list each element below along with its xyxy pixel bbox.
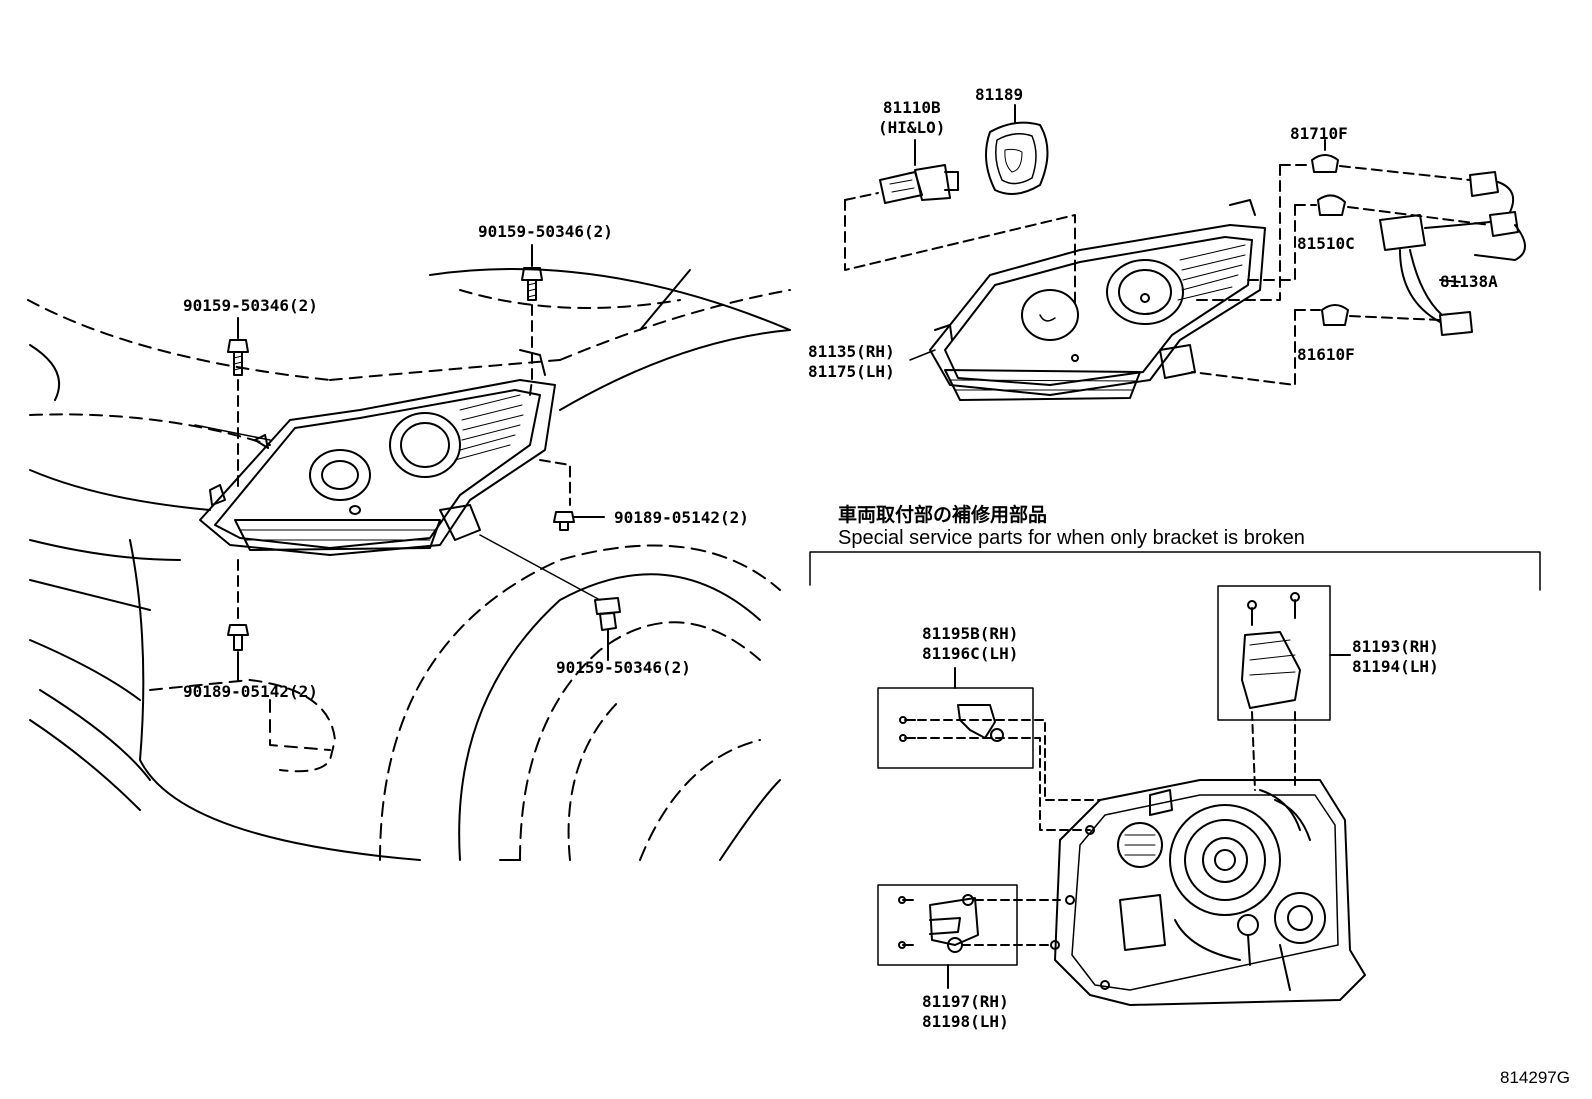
note-english: Special service parts for when only brac… [838,527,1305,549]
harness-icon [1379,171,1526,336]
label-bulb-f2: 81610F [1297,345,1355,364]
label-kit-a-lh: 81196C(LH) [922,644,1019,663]
label-bolt-top: 90159-50346(2) [478,222,613,241]
service-bracket-frame [809,551,1541,591]
headlamp-exploded [929,199,1266,401]
label-bulb-f1: 81710F [1290,124,1348,143]
label-bulb-c: 81510C [1297,234,1355,253]
label-kit-a-rh: 81195B(RH) [922,624,1019,643]
label-clip-bottom: 90189-05142(2) [183,682,318,701]
label-kit-c-group: 81197(RH) 81198(LH) [922,992,1009,1032]
diagram-code: 814297G [1500,1068,1570,1087]
label-bulb-main: 81110B [882,98,941,117]
label-kit-b-group: 81193(RH) 81194(LH) [1352,637,1439,677]
label-kit-c-lh: 81198(LH) [922,1012,1009,1031]
label-bolt-bottom: 90159-50346(2) [556,658,691,677]
label-bolt-left: 90159-50346(2) [183,296,318,315]
cover-icon [985,104,1049,195]
label-clip-right: 90189-05142(2) [614,508,749,527]
label-kit-b-rh: 81193(RH) [1352,637,1439,656]
vehicle-body [27,268,791,861]
headlamp-rear-view [1050,779,1366,1006]
label-cover: 81189 [975,85,1024,104]
kit-b-box [1217,585,1351,791]
bulb-icon-main [844,139,1076,306]
label-harness: 81138A [1440,272,1498,291]
label-kit-c-rh: 81197(RH) [922,992,1009,1011]
label-bulb-main-group: 81110B (HI&LO) [878,98,945,138]
label-kit-a-group: 81195B(RH) 81196C(LH) [922,624,1018,664]
label-lamp-group: 81135(RH) 81175(LH) [808,342,895,382]
kit-c-box [877,884,1061,989]
label-lamp-rh: 81135(RH) [808,342,895,361]
kit-a-box [877,667,1101,831]
label-lamp-lh: 81175(LH) [808,362,895,381]
headlamp-installed [194,349,556,556]
label-kit-b-lh: 81194(LH) [1352,657,1439,676]
note-japanese: 車両取付部の補修用部品 [838,504,1048,526]
label-bulb-main-note: (HI&LO) [878,118,946,137]
bolt-icon-group-left [227,244,621,681]
